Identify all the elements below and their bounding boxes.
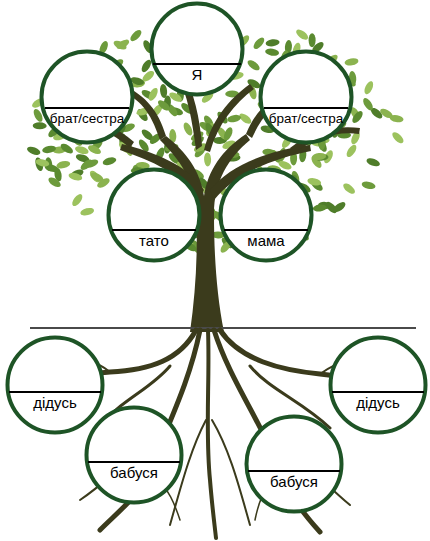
write-in-line — [332, 391, 424, 393]
family-circle: тато — [106, 167, 202, 263]
write-in-line — [9, 391, 101, 393]
relative-label: Я — [192, 66, 203, 83]
family-circle: дідусь — [328, 335, 428, 435]
family-circle: брат/сестра — [39, 49, 135, 145]
relative-label: дідусь — [356, 394, 399, 411]
write-in-line — [224, 229, 308, 231]
relative-label: бабуся — [110, 464, 158, 481]
circle-outline — [244, 414, 344, 514]
ground-line — [30, 327, 416, 329]
write-in-line — [45, 107, 129, 109]
relative-label: тато — [139, 232, 169, 249]
family-circle: мама — [218, 167, 314, 263]
family-circle: дідусь — [5, 335, 105, 435]
family-circle: брат/сестра — [258, 49, 354, 145]
write-in-line — [112, 229, 196, 231]
relative-label: дідусь — [33, 394, 76, 411]
family-circle: Я — [149, 1, 245, 97]
family-circle: бабуся — [244, 414, 344, 514]
circle-outline — [84, 405, 184, 505]
relative-label: мама — [247, 232, 284, 249]
write-in-line — [153, 63, 241, 65]
relative-label: бабуся — [270, 473, 318, 490]
write-in-line — [248, 470, 340, 472]
circle-outline — [39, 49, 135, 145]
circle-outline — [5, 335, 105, 435]
relative-label: брат/сестра — [269, 110, 344, 127]
relative-label: брат/сестра — [50, 110, 125, 127]
write-in-line — [88, 461, 180, 463]
circle-outline — [258, 49, 354, 145]
circle-outline — [328, 335, 428, 435]
write-in-line — [264, 107, 348, 109]
family-circle: бабуся — [84, 405, 184, 505]
